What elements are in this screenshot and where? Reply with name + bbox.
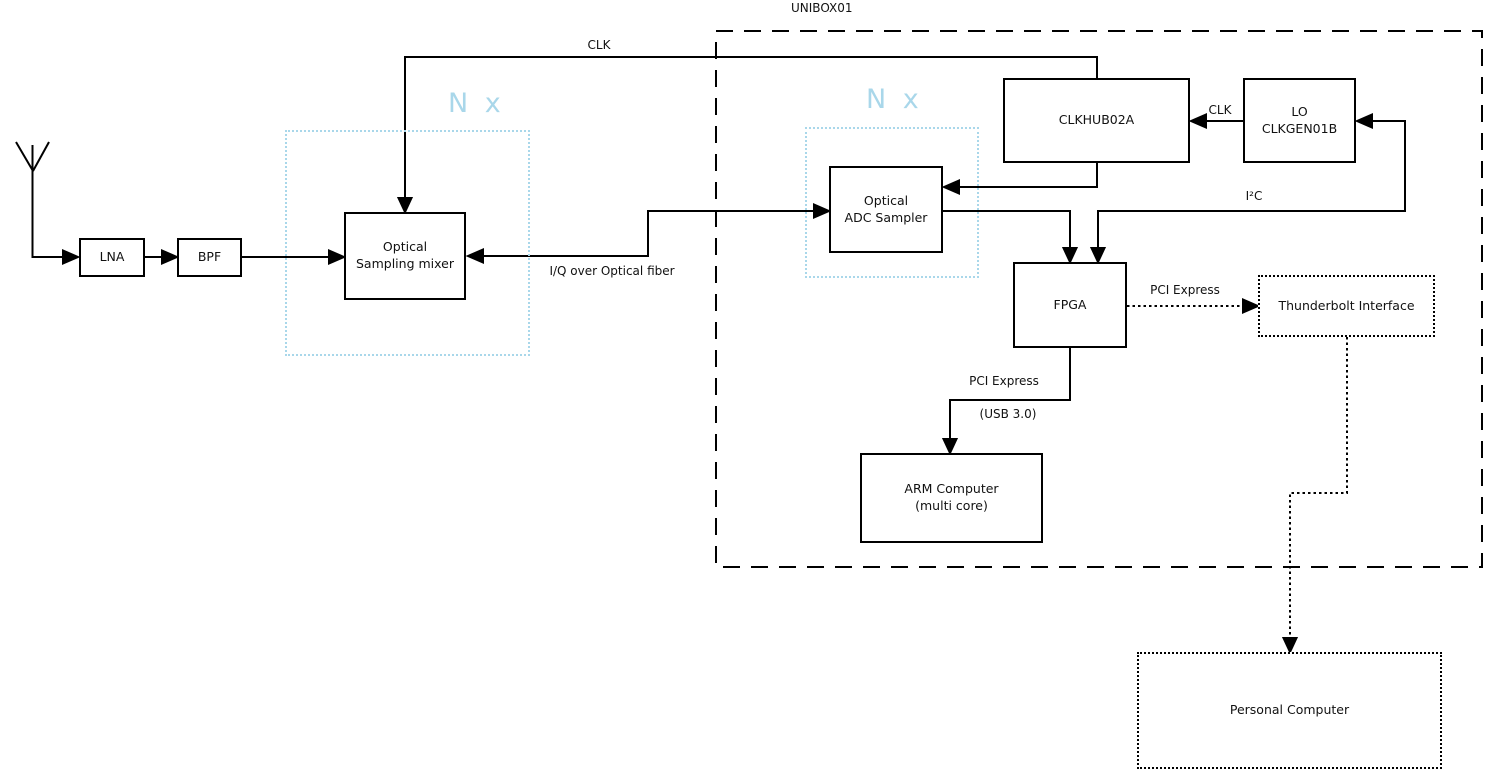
node-thunderbolt-label: Thunderbolt Interface: [1278, 297, 1415, 313]
node-adc-label-line2: ADC Sampler: [844, 209, 928, 225]
node-clkgen-label-line2: CLKGEN01B: [1261, 120, 1338, 136]
nx-group-sampling-mixer: [285, 130, 530, 356]
nx-group-adc-sampler: [805, 127, 979, 278]
arrowhead-into-clkgen: [1354, 112, 1373, 130]
node-arm-label-line2: (multi core): [915, 498, 988, 513]
node-clkhub-label: CLKHUB02A: [1058, 112, 1135, 128]
edge-label-usb: (USB 3.0): [979, 407, 1037, 421]
arrowhead-i2c-into-fpga: [1089, 247, 1107, 265]
node-adc-label-line1: Optical: [863, 192, 909, 208]
arrowhead-into-clkhub: [1188, 112, 1207, 130]
arrowhead-into-thunderbolt: [1242, 297, 1261, 315]
node-thunderbolt-interface: Thunderbolt Interface: [1258, 275, 1435, 337]
node-arm-computer: ARM Computer (multi core): [860, 453, 1043, 543]
edge-label-clk-gen: CLK: [1208, 103, 1232, 117]
node-clkhub02a: CLKHUB02A: [1003, 78, 1190, 163]
arrowhead-into-adc-right: [941, 178, 960, 196]
arrowhead-into-bpf: [161, 248, 180, 266]
edge-label-pcie-thunderbolt: PCI Express: [1150, 283, 1220, 297]
node-lna: LNA: [79, 238, 145, 277]
node-optical-adc-sampler: Optical ADC Sampler: [829, 166, 943, 253]
edge-clkhub-adc: [958, 163, 1098, 188]
edge-label-pcie-arm: PCI Express: [969, 374, 1039, 388]
arrowhead-into-pc: [1281, 637, 1299, 655]
edge-iq-fiber: [482, 210, 816, 257]
unibox01-title: UNIBOX01: [791, 1, 853, 15]
node-fpga: FPGA: [1013, 262, 1127, 348]
edge-thunderbolt-pc: [1289, 337, 1348, 638]
node-mixer-label-line2: Sampling mixer: [356, 256, 454, 271]
arrowhead-into-lna: [62, 248, 81, 266]
edge-label-i2c: I²C: [1245, 189, 1263, 203]
arrowhead-into-mixer-left: [328, 248, 347, 266]
edge-i2c: [1097, 120, 1406, 249]
edge-clk-main: [404, 56, 1098, 199]
edge-adc-fpga: [943, 210, 1071, 249]
node-pc-label: Personal Computer: [1229, 702, 1350, 718]
arrowhead-into-arm: [941, 438, 959, 456]
node-mixer-label-line1: Optical: [382, 239, 428, 255]
antenna-icon: [15, 141, 64, 258]
node-bpf: BPF: [177, 238, 242, 277]
edge-label-clk-main: CLK: [587, 38, 611, 52]
arrowhead-adc-into-fpga: [1061, 247, 1079, 265]
unibox01-boundary: [715, 30, 1483, 568]
edge-label-iq-fiber: I/Q over Optical fiber: [549, 264, 675, 278]
nx-label-sampling-mixer: N x: [448, 88, 505, 119]
arrowhead-into-mixer-top: [396, 197, 414, 215]
edge-fpga-arm: [949, 348, 1071, 439]
nx-label-adc-sampler: N x: [866, 84, 923, 115]
node-clkgen-label-line1: LO: [1291, 103, 1308, 119]
node-personal-computer: Personal Computer: [1137, 652, 1442, 769]
node-arm-label-line1: ARM Computer: [904, 481, 999, 497]
node-lo-clkgen01b: LO CLKGEN01B: [1243, 78, 1356, 163]
node-fpga-label: FPGA: [1053, 296, 1087, 312]
arrowhead-into-adc-left: [813, 202, 832, 220]
node-bpf-label: BPF: [197, 249, 222, 265]
node-lna-label: LNA: [99, 249, 125, 265]
node-optical-sampling-mixer: Optical Sampling mixer: [344, 212, 466, 300]
